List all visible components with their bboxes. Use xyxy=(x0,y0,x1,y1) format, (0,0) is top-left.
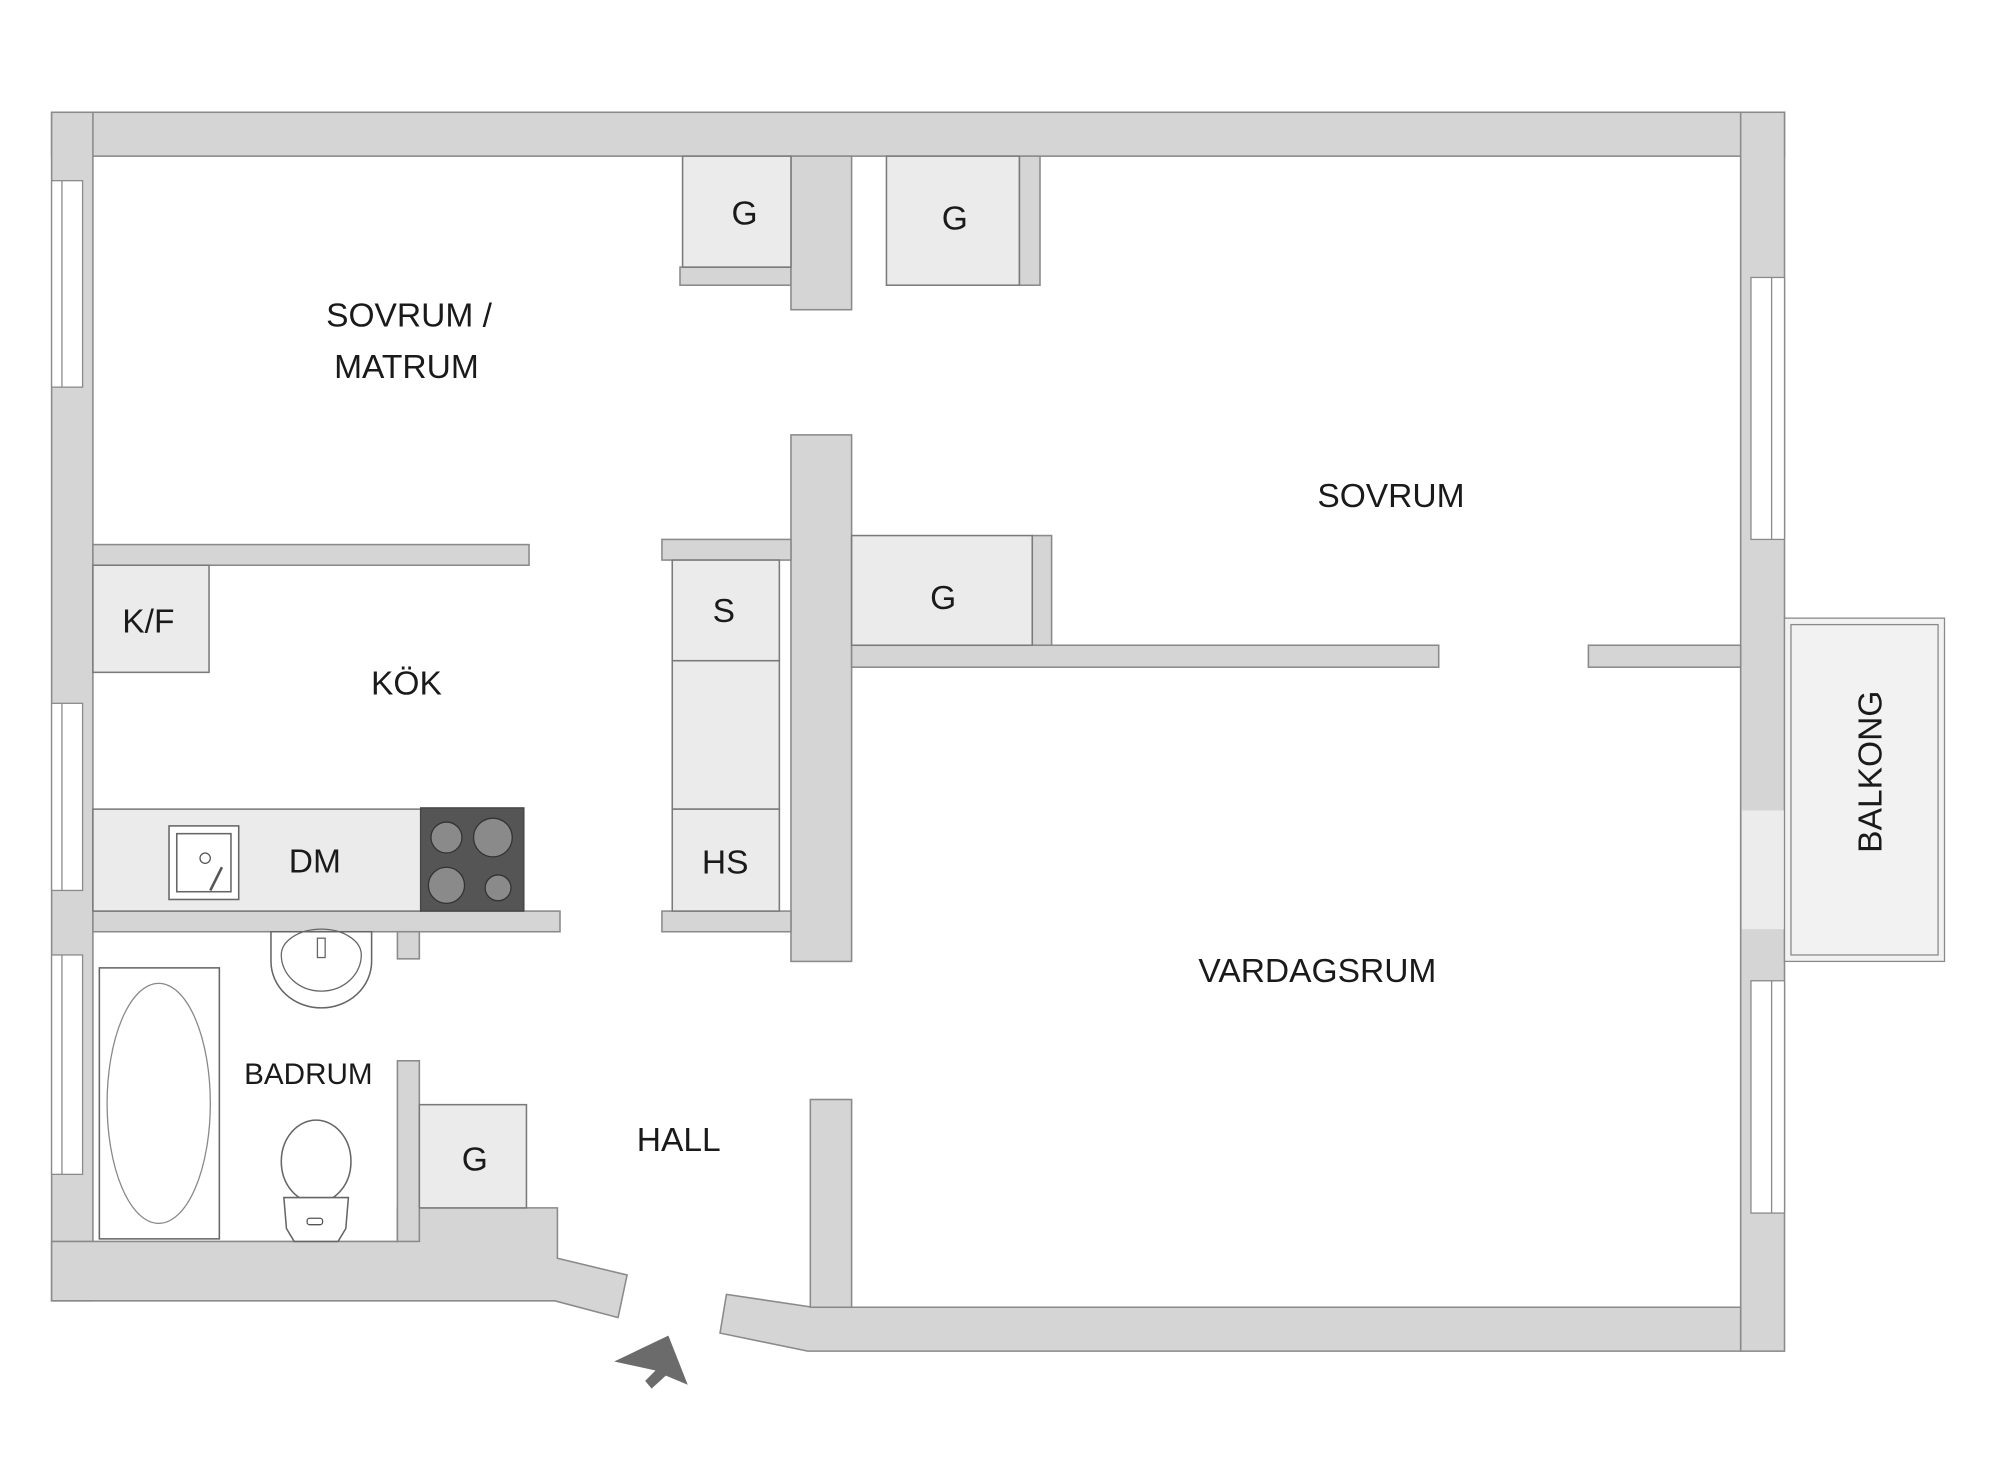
room-labels: SOVRUM / MATRUM SOVRUM KÖK VARDAGSRUM BA… xyxy=(122,196,1464,1179)
room-label-balkong: BALKONG xyxy=(1852,691,1889,853)
closet-label-g-top-left: G xyxy=(731,196,757,233)
closet-label-g-hall: G xyxy=(462,1141,488,1178)
stove-icon xyxy=(420,807,525,912)
sink-icon xyxy=(168,825,240,901)
fixture-label-kf: K/F xyxy=(122,603,174,640)
interior-walls xyxy=(92,155,1742,1309)
closets xyxy=(92,155,1034,1209)
washbasin-icon xyxy=(270,928,373,1009)
balcony: BALKONG xyxy=(1783,617,1946,963)
room-label-sovrum: SOVRUM xyxy=(1317,478,1464,515)
closet-label-g-middle: G xyxy=(930,580,956,617)
fixture-label-dm: DM xyxy=(289,843,341,880)
windows xyxy=(50,180,1786,1214)
entrance-arrow-icon xyxy=(614,1335,688,1389)
closet-label-g-top-right: G xyxy=(942,201,968,238)
closet-label-s: S xyxy=(713,593,735,630)
room-label-vardagsrum: VARDAGSRUM xyxy=(1198,953,1436,990)
bathtub-icon xyxy=(98,967,221,1240)
closet-label-hs: HS xyxy=(702,845,749,882)
room-label-badrum: BADRUM xyxy=(244,1058,373,1091)
toilet-icon xyxy=(280,1119,352,1243)
room-label-sovrum-matrum-1: SOVRUM / xyxy=(326,297,493,334)
room-label-hall: HALL xyxy=(637,1122,721,1159)
room-label-kok: KÖK xyxy=(371,665,442,702)
room-label-sovrum-matrum-2: MATRUM xyxy=(334,349,479,386)
